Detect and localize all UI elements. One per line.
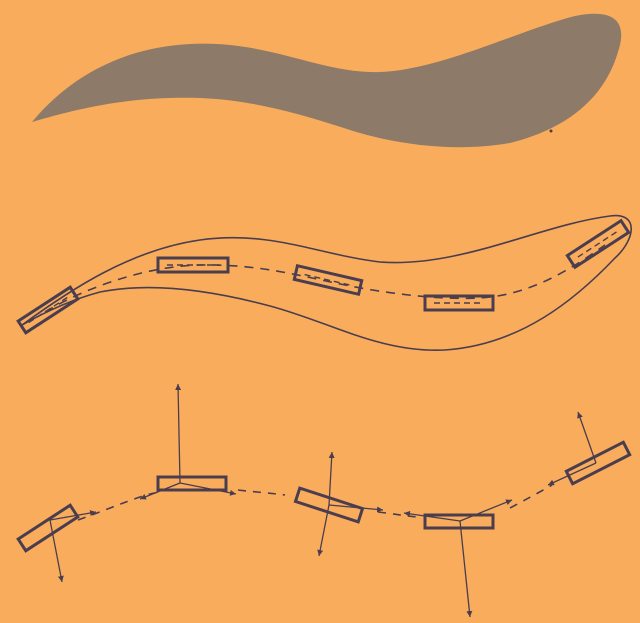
exploded-segment-5 [548,412,630,485]
outline-segment-1 [18,287,78,333]
arrow-3b [319,505,329,556]
outline-path [22,216,631,351]
exploded-segment-1 [18,505,96,582]
exploded-segment-3 [295,452,383,556]
arrow-5a [578,412,596,463]
exploded-segment-4 [404,500,512,617]
arrow-4a [460,521,470,617]
centerline [45,245,605,312]
outline-segment-5 [567,221,628,268]
silhouette-fill [32,14,621,147]
outline-with-centerline [18,216,631,351]
arrow-4c [460,500,512,521]
silhouette-dot [550,130,553,133]
outline-segment-3 [294,266,361,294]
outline-segment-2 [158,258,228,272]
arrow-2a [178,384,180,483]
exploded-segments [18,384,630,617]
shape-silhouette [32,14,621,147]
exploded-segment-2 [140,384,236,499]
